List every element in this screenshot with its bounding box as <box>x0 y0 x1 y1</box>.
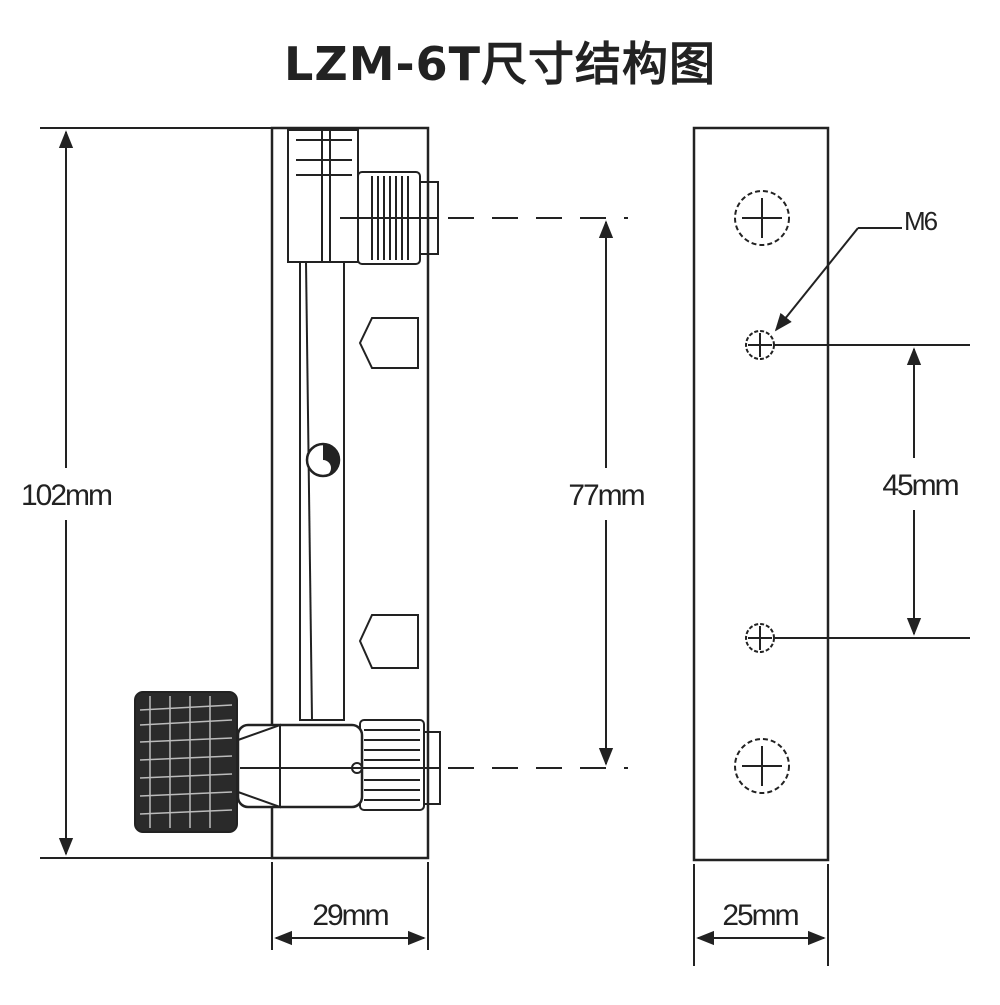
mount-boss-upper <box>358 317 419 369</box>
side-view <box>692 126 830 862</box>
mount-boss-lower <box>358 614 419 669</box>
side-plate <box>692 126 830 862</box>
front-width-label: 29mm <box>312 899 388 932</box>
height-dimension: 102mm <box>21 127 272 859</box>
valve-body <box>236 723 364 809</box>
front-width-dimension: 29mm <box>271 862 429 950</box>
mount-spacing-label: 45mm <box>882 469 958 502</box>
port-spacing-label: 77mm <box>568 479 644 512</box>
diagram-title: LZM-6T尺寸结构图 <box>284 37 716 91</box>
overall-height-label: 102mm <box>21 479 112 512</box>
side-width-label: 25mm <box>722 899 798 932</box>
port-spacing-dimension: 77mm <box>448 217 647 769</box>
float-ball-shading <box>323 444 339 476</box>
knob-knurling <box>139 696 233 828</box>
thread-label: M6 <box>904 206 938 236</box>
bottom-thread-lines <box>364 729 420 801</box>
side-width-dimension: 25mm <box>693 864 829 966</box>
front-view <box>134 126 441 860</box>
adjusting-knob <box>134 691 238 833</box>
glass-tube <box>299 261 345 721</box>
mount-spacing-dimension: 45mm <box>774 344 970 639</box>
thread-callout: M6 <box>774 206 940 332</box>
